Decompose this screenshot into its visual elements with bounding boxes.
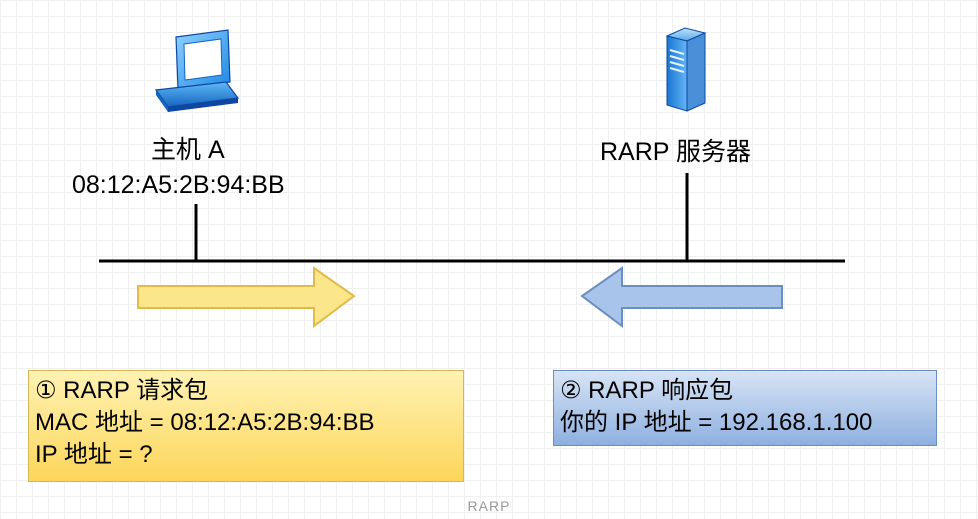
server-name-label: RARP 服务器	[600, 138, 751, 166]
response-ip-line: 你的 IP 地址 = 192.168.1.100	[560, 409, 873, 436]
response-title: ② RARP 响应包	[560, 377, 734, 404]
response-packet-box: ② RARP 响应包 你的 IP 地址 = 192.168.1.100	[553, 370, 937, 446]
figure-caption: RARP	[467, 498, 511, 514]
request-title: ① RARP 请求包	[35, 377, 209, 404]
laptop-icon	[154, 29, 240, 112]
host-name-label: 主机 A	[151, 136, 225, 164]
request-arrow	[137, 266, 356, 328]
server-icon	[665, 27, 707, 112]
request-mac-line: MAC 地址 = 08:12:A5:2B:94:BB	[35, 409, 375, 436]
host-mac-label: 08:12:A5:2B:94:BB	[72, 171, 285, 199]
request-ip-line: IP 地址 = ?	[35, 441, 153, 468]
response-arrow	[580, 266, 783, 328]
request-packet-box: ① RARP 请求包 MAC 地址 = 08:12:A5:2B:94:BB IP…	[28, 370, 464, 482]
